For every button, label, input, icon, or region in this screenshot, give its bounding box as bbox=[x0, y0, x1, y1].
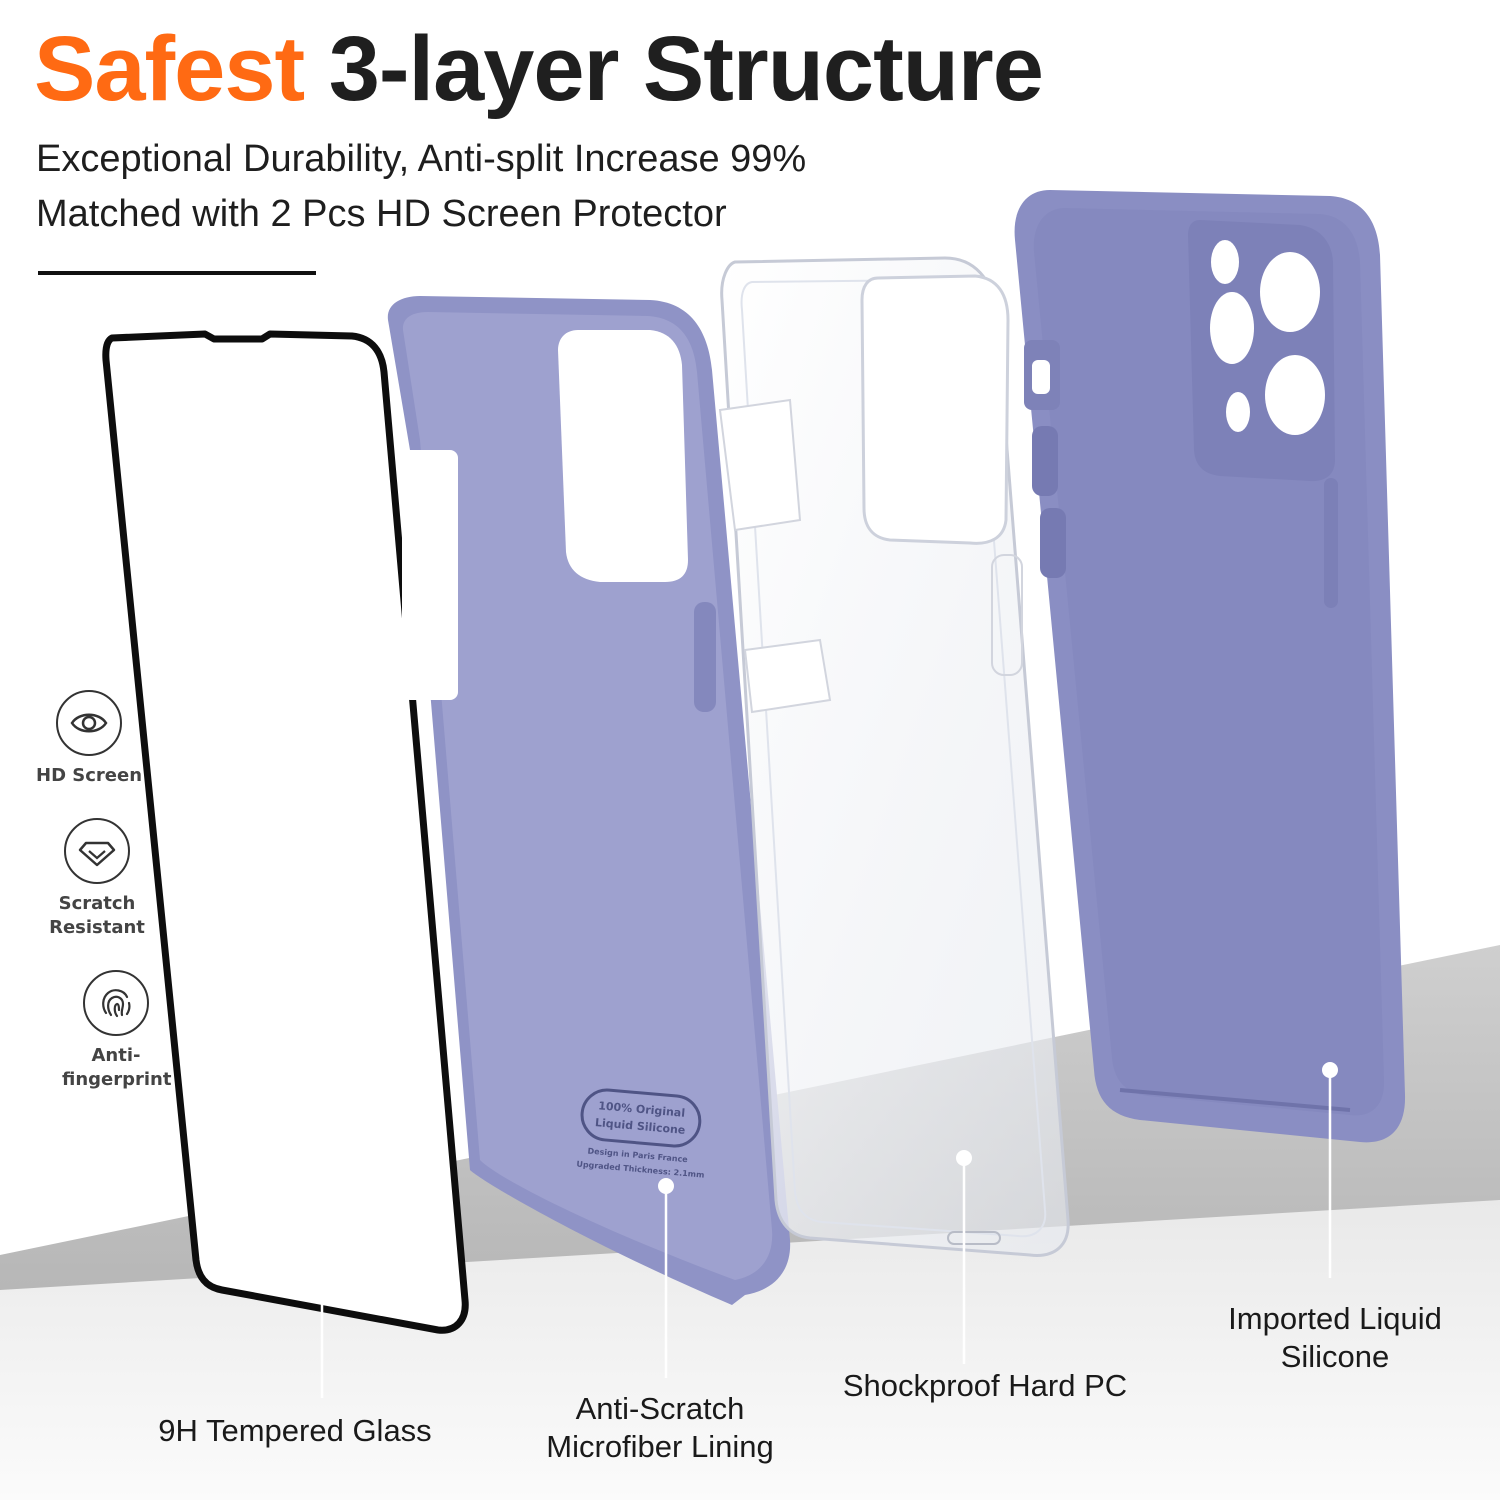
layer-label-lining: Anti-Scratch Microfiber Lining bbox=[500, 1390, 820, 1466]
layer-lining-text-1: Anti-Scratch bbox=[575, 1391, 745, 1426]
feature-scratch-label-2: Resistant bbox=[49, 917, 145, 938]
title-rest: 3-layer Structure bbox=[328, 18, 1044, 120]
callout-silicone bbox=[1322, 1062, 1338, 1278]
layer-label-glass: 9H Tempered Glass bbox=[120, 1412, 470, 1450]
title-divider bbox=[38, 271, 316, 275]
layer-silicone-text-2: Silicone bbox=[1280, 1339, 1390, 1374]
layer-label-silicone: Imported Liquid Silicone bbox=[1180, 1300, 1490, 1376]
fingerprint-icon bbox=[83, 970, 149, 1036]
callout-glass bbox=[314, 1242, 330, 1398]
feature-anti-label-2: fingerprint bbox=[62, 1069, 172, 1090]
subtitle-line-2: Matched with 2 Pcs HD Screen Protector bbox=[36, 193, 727, 235]
feature-anti-fingerprint: Anti- fingerprint bbox=[62, 970, 172, 1092]
layer-label-pc: Shockproof Hard PC bbox=[810, 1367, 1160, 1405]
eye-icon bbox=[56, 690, 122, 756]
feature-scratch-resistant: Scratch Resistant bbox=[44, 818, 150, 940]
diamond-icon bbox=[64, 818, 130, 884]
feature-anti-label-1: Anti- bbox=[91, 1045, 141, 1066]
page-title: Safest 3-layer Structure bbox=[34, 14, 1044, 124]
layer-lining-text-2: Microfiber Lining bbox=[546, 1429, 774, 1464]
feature-scratch-label-1: Scratch bbox=[58, 893, 136, 914]
layer-glass-text: 9H Tempered Glass bbox=[158, 1413, 432, 1448]
subtitle-line-1: Exceptional Durability, Anti-split Incre… bbox=[36, 138, 807, 180]
callout-lining bbox=[658, 1178, 674, 1378]
callout-pc bbox=[956, 1150, 972, 1364]
feature-hd-screen-label: HD Screen bbox=[36, 765, 143, 786]
feature-hd-screen: HD Screen bbox=[36, 690, 142, 788]
layer-silicone-text-1: Imported Liquid bbox=[1228, 1301, 1442, 1336]
title-accent: Safest bbox=[34, 18, 305, 120]
layer-pc-text: Shockproof Hard PC bbox=[842, 1368, 1128, 1403]
